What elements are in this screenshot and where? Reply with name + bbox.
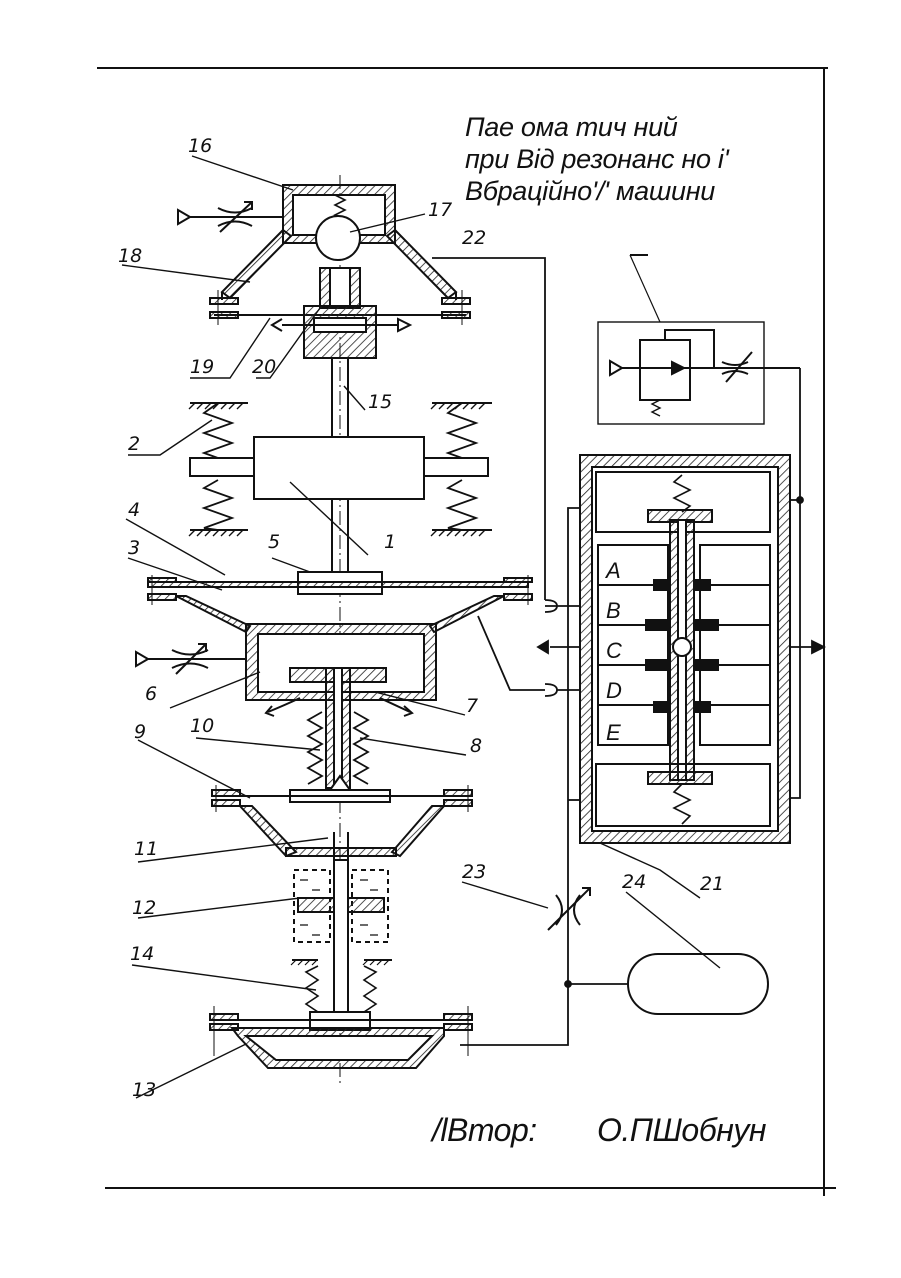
label-2: 2 xyxy=(128,433,140,455)
title-line-3: Вбраційно'/' машини xyxy=(465,176,715,207)
throttle-chamber-6 xyxy=(136,644,246,674)
label-5: 5 xyxy=(268,531,280,553)
section-A: A xyxy=(604,558,621,583)
section-E: E xyxy=(606,720,621,745)
label-21: 21 xyxy=(700,873,724,895)
label-17: 17 xyxy=(428,199,452,221)
accumulator-24 xyxy=(628,954,768,1014)
author-label: /lВтор: xyxy=(432,1112,537,1149)
label-23: 23 xyxy=(462,861,486,883)
label-7: 7 xyxy=(466,695,478,717)
label-4: 4 xyxy=(128,499,140,521)
label-12: 12 xyxy=(132,897,156,919)
label-18: 18 xyxy=(118,245,142,267)
ball-17 xyxy=(316,216,360,260)
section-C: C xyxy=(606,638,622,663)
author-name: О.ПШобнун xyxy=(597,1112,766,1149)
label-10: 10 xyxy=(190,715,214,737)
mass-1 xyxy=(254,437,424,499)
valve-block-20 xyxy=(272,268,410,358)
section-D: D xyxy=(606,678,622,703)
title-line-1: Пае ома тич ний xyxy=(465,112,678,143)
relief-valve-box xyxy=(598,255,800,424)
label-8: 8 xyxy=(470,735,482,757)
flange-9 xyxy=(212,776,472,856)
throttle-top-left xyxy=(178,202,283,232)
label-20: 20 xyxy=(252,356,276,378)
damper-12 xyxy=(294,860,388,1020)
mass-1-arm-right xyxy=(424,458,488,476)
throttle-23 xyxy=(548,888,590,930)
label-11: 11 xyxy=(134,838,158,860)
label-3: 3 xyxy=(128,537,140,559)
label-1: 1 xyxy=(384,531,396,553)
label-22: 22 xyxy=(462,227,486,249)
title-line-2: при Від резонанс но і' xyxy=(465,144,728,175)
label-9: 9 xyxy=(134,721,146,743)
label-13: 13 xyxy=(132,1079,156,1101)
label-16: 16 xyxy=(188,135,212,157)
label-6: 6 xyxy=(145,683,157,705)
label-14: 14 xyxy=(130,943,154,965)
label-24: 24 xyxy=(622,871,646,893)
label-19: 19 xyxy=(190,356,214,378)
section-B: B xyxy=(606,598,621,623)
label-15: 15 xyxy=(368,391,392,413)
mass-1-arm-left xyxy=(190,458,254,476)
